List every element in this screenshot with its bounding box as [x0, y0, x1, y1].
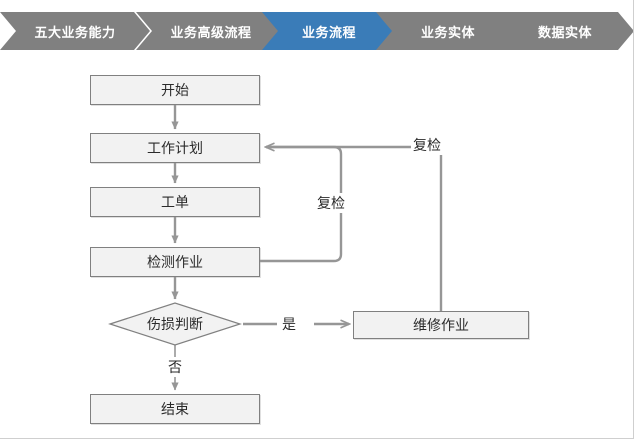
breadcrumb-item-3[interactable]: 业务实体: [376, 12, 520, 50]
chevron-shape-icon: [262, 12, 396, 50]
breadcrumb: 五大业务能力 业务高级流程 业务流程 业务实体 数据实体: [0, 12, 633, 50]
node-inspection[interactable]: 检测作业: [90, 247, 260, 277]
edge-label-recheck-outer: 复检: [411, 135, 443, 155]
node-inspection-label: 检测作业: [147, 255, 203, 271]
node-repair[interactable]: 维修作业: [353, 311, 529, 339]
judgement-diamond-shape[interactable]: [108, 302, 242, 346]
node-start-label: 开始: [161, 83, 189, 99]
edge-label-recheck-inner: 复检: [315, 193, 347, 213]
breadcrumb-item-2-label: 业务流程: [301, 25, 356, 41]
edge-label-yes: 是: [280, 314, 298, 334]
chevron-shape-icon: [136, 12, 286, 50]
node-repair-label: 维修作业: [413, 318, 469, 334]
breadcrumb-item-3-label: 业务实体: [420, 25, 475, 41]
node-end-label: 结束: [161, 402, 189, 418]
chevron-shape-icon: [0, 12, 150, 50]
node-work-plan-label: 工作计划: [147, 141, 203, 157]
breadcrumb-item-4[interactable]: 数据实体: [496, 12, 633, 50]
breadcrumb-item-4-label: 数据实体: [537, 25, 592, 41]
breadcrumb-item-1[interactable]: 业务高级流程: [136, 12, 286, 50]
node-end[interactable]: 结束: [90, 394, 260, 424]
node-work-plan[interactable]: 工作计划: [90, 133, 260, 163]
node-work-order-label: 工单: [161, 195, 189, 211]
edge-label-no: 否: [166, 357, 184, 377]
edge-repair-to-workplan-recheck: [266, 145, 443, 311]
node-work-order[interactable]: 工单: [90, 187, 260, 217]
chevron-shape-icon: [376, 12, 520, 50]
node-start[interactable]: 开始: [90, 75, 260, 105]
breadcrumb-item-0-label: 五大业务能力: [34, 25, 116, 41]
breadcrumb-item-2[interactable]: 业务流程: [262, 12, 396, 50]
breadcrumb-item-0[interactable]: 五大业务能力: [0, 12, 150, 50]
breadcrumb-item-1-label: 业务高级流程: [170, 25, 252, 41]
chevron-shape-icon: [496, 12, 633, 50]
